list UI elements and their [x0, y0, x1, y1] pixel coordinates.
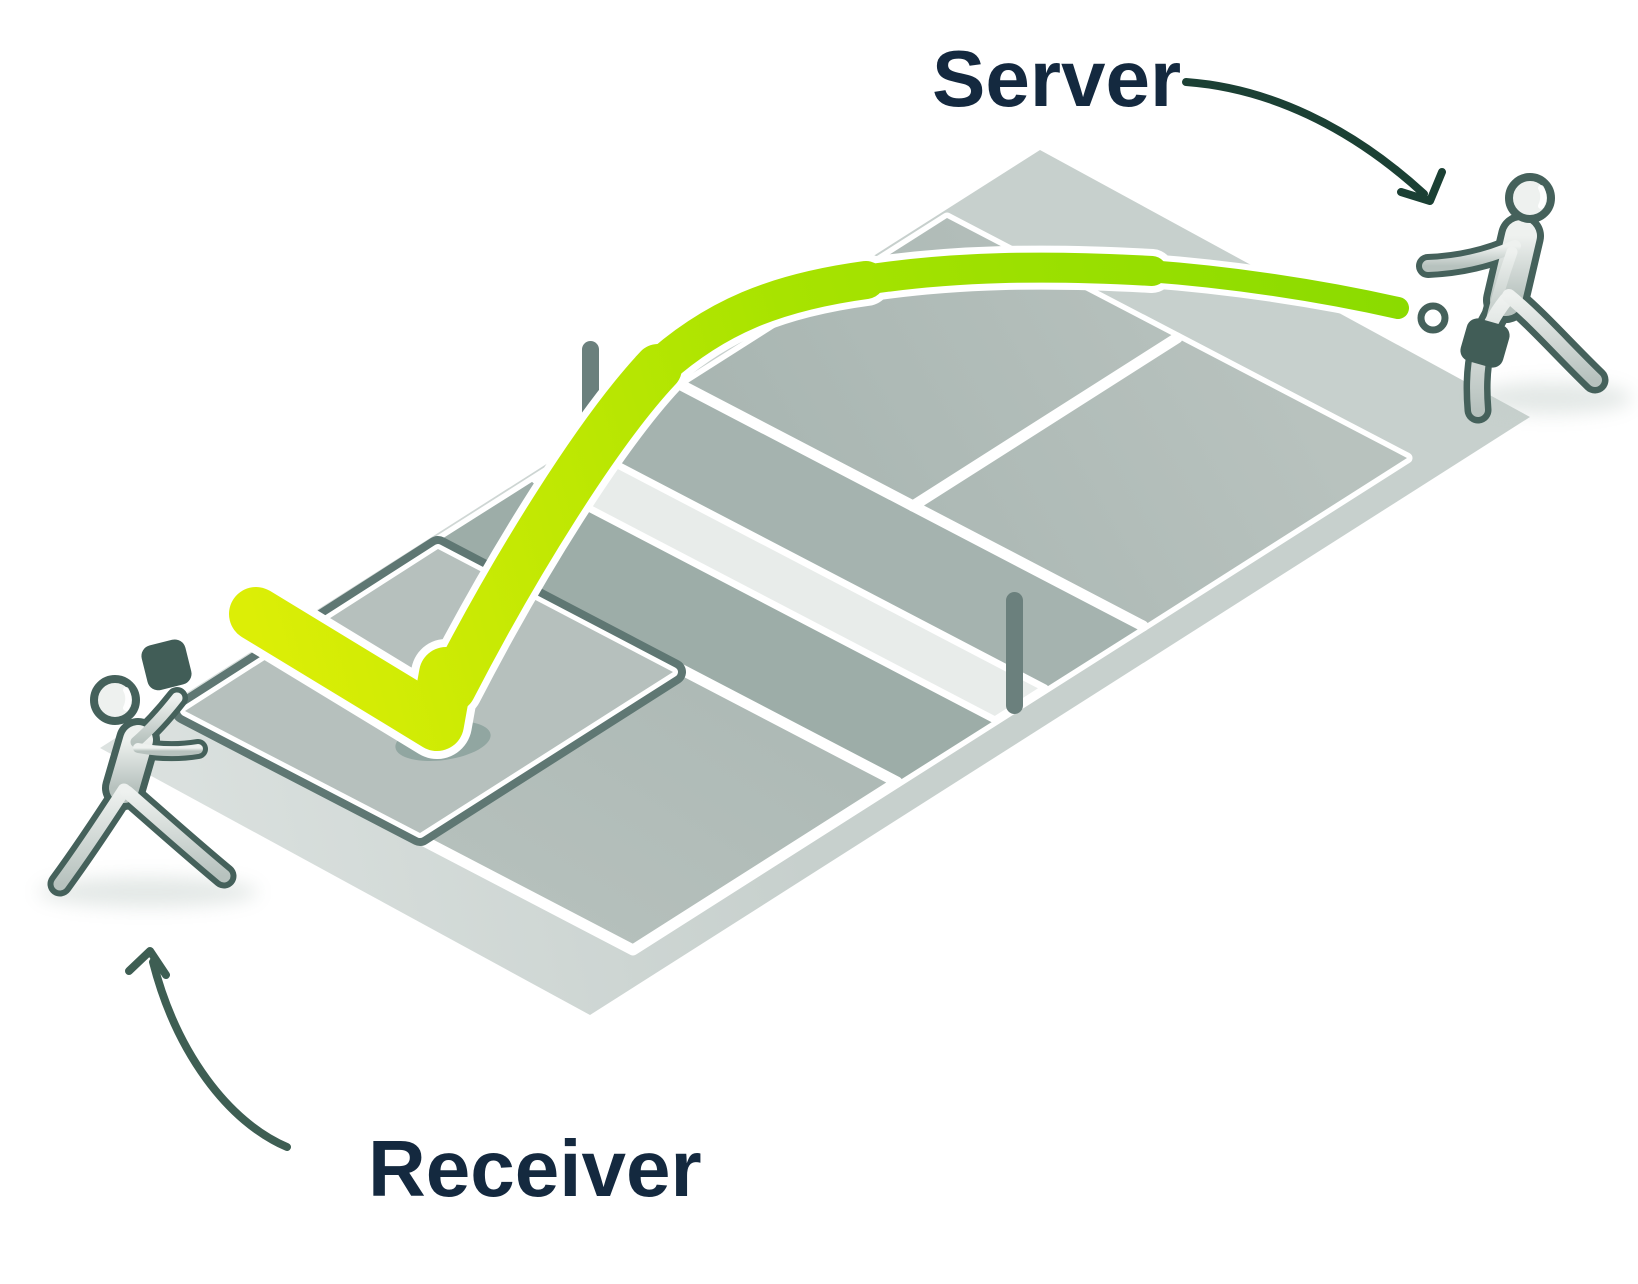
server-ground-shadow — [1472, 382, 1632, 414]
receiver-figure — [38, 639, 258, 907]
receiver-paddle-icon — [141, 639, 192, 691]
server-annotation: Server — [932, 34, 1446, 205]
receiver-arrow-curve-icon — [149, 958, 291, 1151]
server-arrow-curve-icon — [1182, 78, 1428, 198]
server-kitchen-zone — [585, 386, 1143, 688]
serve-arc-icon — [1137, 260, 1409, 319]
server-paddle-icon — [1460, 318, 1510, 368]
serve-arc-icon — [843, 252, 1167, 296]
server-arrow-head-icon — [1397, 168, 1446, 205]
receiver-leg-back-fill — [53, 783, 131, 891]
receiver-kitchen-zone — [437, 480, 995, 782]
receiver-ground-shadow — [38, 877, 258, 907]
receiver-arrow-head-icon — [125, 947, 170, 979]
receiver-arm-front-fill — [133, 743, 203, 757]
receiver-arm-paddle-fill — [130, 692, 183, 748]
receiver-head-highlight — [123, 687, 132, 711]
pickleball-icon — [1417, 302, 1449, 334]
server-label: Server — [932, 34, 1181, 123]
receiver-leg-front-fill — [120, 785, 231, 883]
serve-arc-checkmark-icon — [229, 587, 473, 751]
serve-trajectory — [221, 245, 1415, 761]
server-figure — [1416, 173, 1632, 424]
serve-arc-icon — [428, 344, 682, 712]
server-arm-front-fill — [1422, 240, 1521, 272]
server-head-highlight — [1538, 185, 1547, 209]
receiver-annotation: Receiver — [125, 947, 702, 1213]
receiver-label: Receiver — [368, 1124, 702, 1213]
net-post-right-icon — [1006, 592, 1023, 714]
server-centerline — [907, 332, 1183, 512]
server-leg-back-fill — [1502, 289, 1602, 387]
